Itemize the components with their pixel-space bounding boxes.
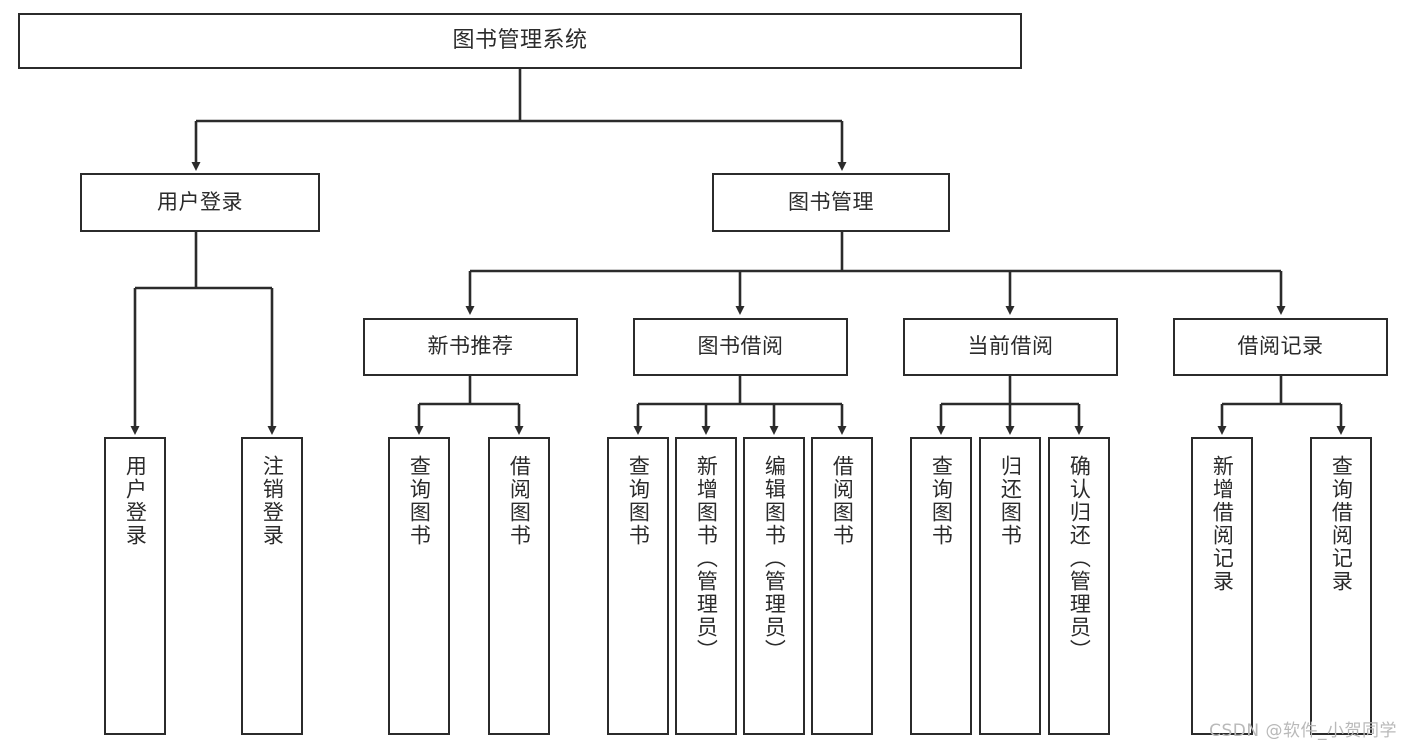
node-label: 编辑图书（管理员） <box>762 455 787 662</box>
node-book-borrow[interactable]: 图书借阅 <box>633 318 848 376</box>
node-label: 查询图书 <box>626 455 651 547</box>
leaf-borrow-books-borrow[interactable]: 借阅图书 <box>811 437 873 735</box>
leaf-user-login[interactable]: 用户登录 <box>104 437 166 735</box>
node-label: 借阅图书 <box>507 455 532 547</box>
csdn-watermark: CSDN @软件_小贺同学 <box>1209 721 1397 741</box>
node-label: 图书管理系统 <box>452 27 588 53</box>
node-label: 查询图书 <box>407 455 432 547</box>
leaf-add-borrow-record[interactable]: 新增借阅记录 <box>1191 437 1253 735</box>
node-borrow-record[interactable]: 借阅记录 <box>1173 318 1388 376</box>
leaf-add-book-admin[interactable]: 新增图书（管理员） <box>675 437 737 735</box>
node-label: 图书管理 <box>788 189 874 214</box>
node-label: 确认归还（管理员） <box>1067 455 1092 662</box>
leaf-query-borrow-record[interactable]: 查询借阅记录 <box>1310 437 1372 735</box>
leaf-confirm-return-admin[interactable]: 确认归还（管理员） <box>1048 437 1110 735</box>
node-label: 注销登录 <box>260 455 285 547</box>
leaf-query-books-borrow[interactable]: 查询图书 <box>607 437 669 735</box>
leaf-return-books[interactable]: 归还图书 <box>979 437 1041 735</box>
node-book-management[interactable]: 图书管理 <box>712 173 950 232</box>
node-label: 新增图书（管理员） <box>694 455 719 662</box>
leaf-borrow-books-recommend[interactable]: 借阅图书 <box>488 437 550 735</box>
node-label: 用户登录 <box>123 455 148 547</box>
node-label: 查询借阅记录 <box>1329 455 1354 593</box>
node-label: 查询图书 <box>929 455 954 547</box>
node-label: 图书借阅 <box>697 334 784 359</box>
node-label: 新书推荐 <box>427 334 514 359</box>
node-label: 借阅记录 <box>1237 334 1324 359</box>
leaf-query-books-current[interactable]: 查询图书 <box>910 437 972 735</box>
node-label: 当前借阅 <box>967 334 1054 359</box>
node-current-borrow[interactable]: 当前借阅 <box>903 318 1118 376</box>
node-label: 借阅图书 <box>830 455 855 547</box>
node-user-login[interactable]: 用户登录 <box>80 173 320 232</box>
node-label: 归还图书 <box>998 455 1023 547</box>
leaf-logout[interactable]: 注销登录 <box>241 437 303 735</box>
node-label: 新增借阅记录 <box>1210 455 1235 593</box>
leaf-edit-book-admin[interactable]: 编辑图书（管理员） <box>743 437 805 735</box>
leaf-query-books-recommend[interactable]: 查询图书 <box>388 437 450 735</box>
node-label: 用户登录 <box>157 189 243 214</box>
node-new-book-recommend[interactable]: 新书推荐 <box>363 318 578 376</box>
node-root-system[interactable]: 图书管理系统 <box>18 13 1022 69</box>
